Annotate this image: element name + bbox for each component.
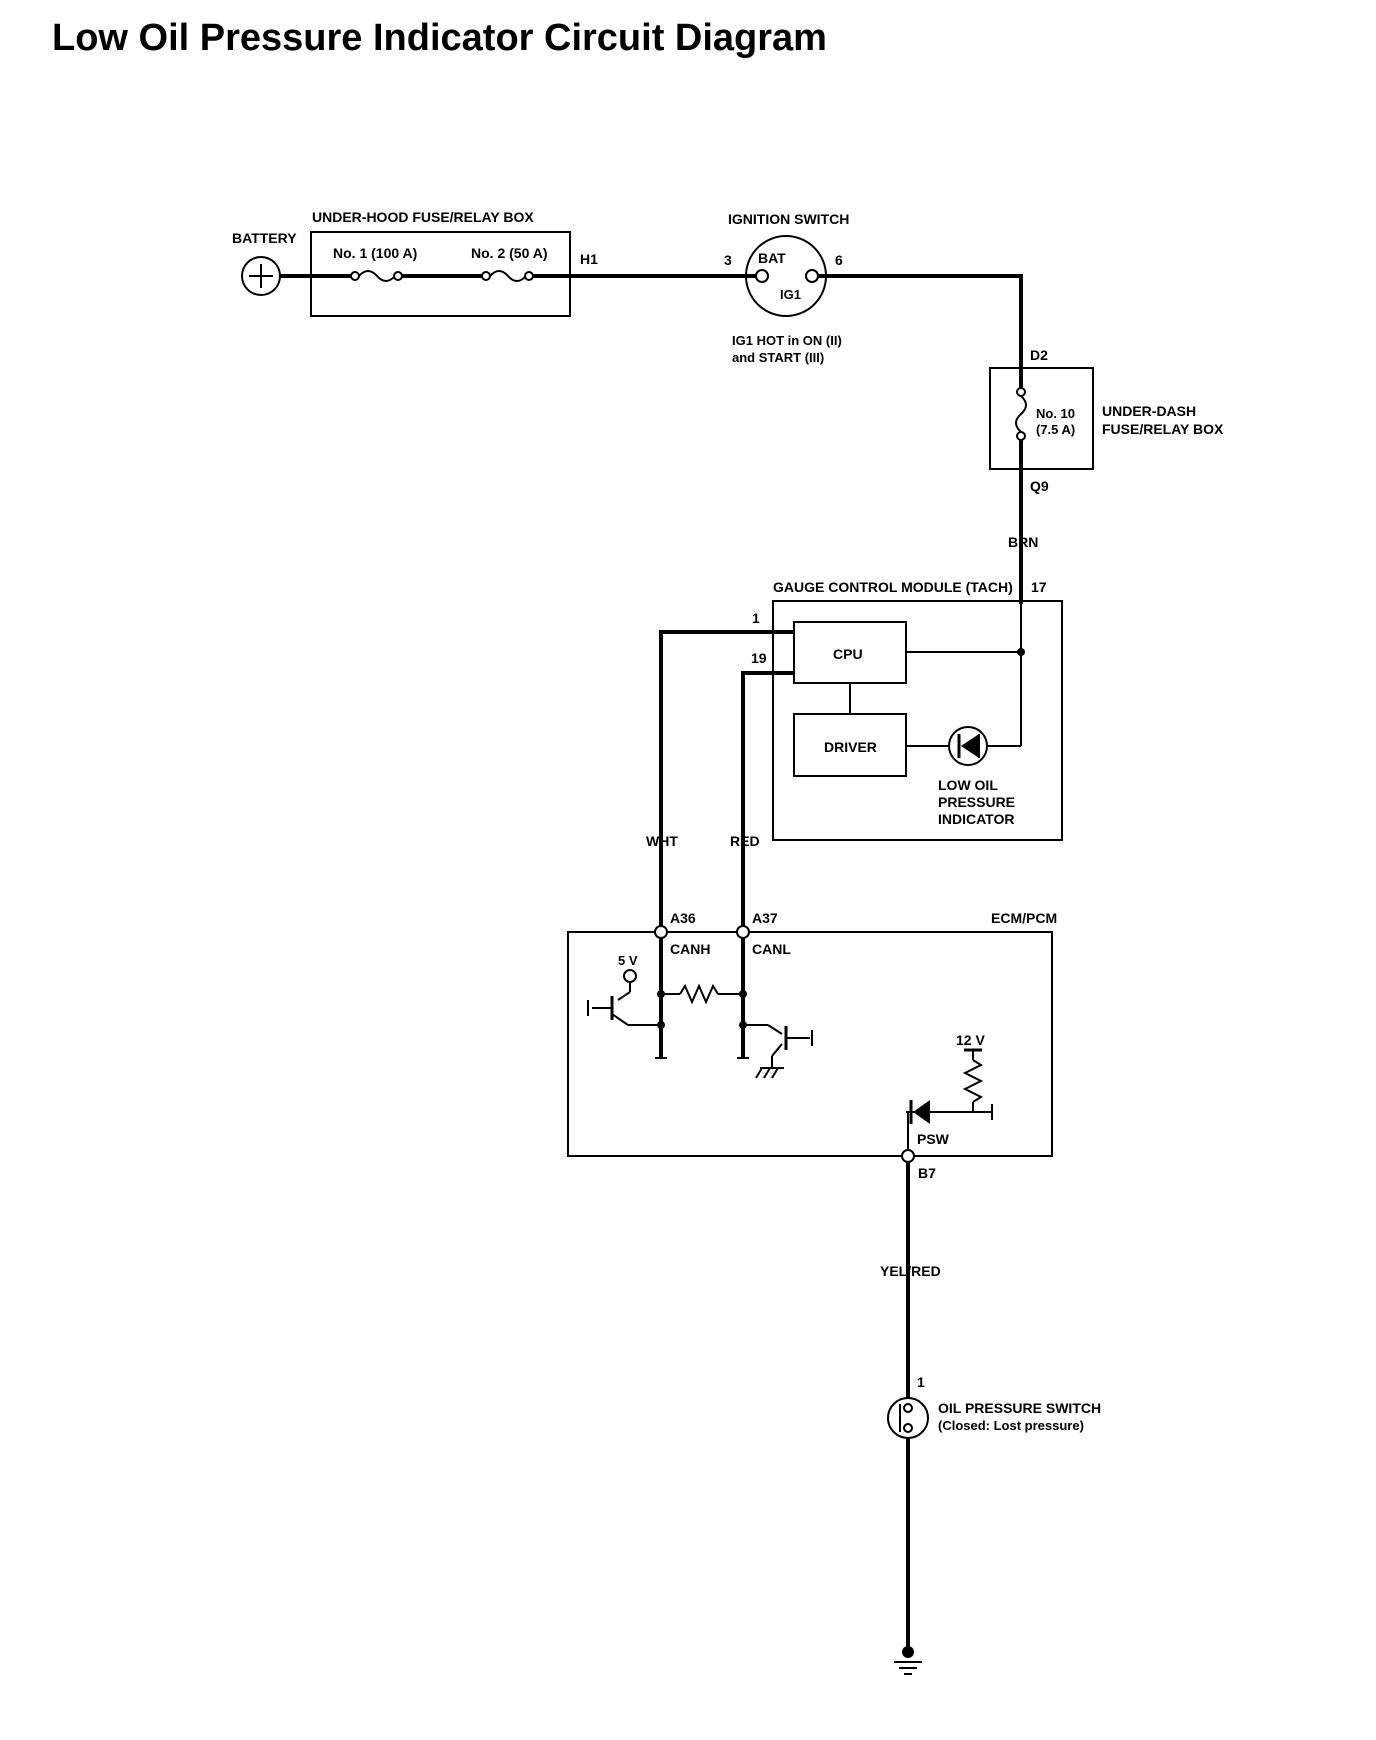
pin1-label: 1 [752,610,760,626]
h1-label: H1 [580,251,598,267]
underhood-box-label: UNDER-HOOD FUSE/RELAY BOX [312,209,534,225]
a37-terminal [736,925,750,939]
ig1-label: IG1 [780,287,801,302]
wht-wire-label: WHT [646,833,678,849]
ecm-pcm-module [567,931,1053,1157]
ecm-label: ECM/PCM [991,910,1057,926]
pin6-label: 6 [835,252,843,268]
oil-pressure-switch-symbol [887,1397,929,1439]
oil-switch-label-line1: OIL PRESSURE SWITCH [938,1400,1101,1416]
canl-label: CANL [752,941,791,957]
fuse2-symbol [481,270,534,282]
yelred-wire-label: YEL/RED [880,1263,941,1279]
indicator-label-line3: INDICATOR [938,811,1014,827]
underdash-fuse-box [989,367,1094,470]
battery-symbol [241,256,281,296]
5v-label: 5 V [618,953,638,968]
d2-label: D2 [1030,347,1048,363]
ig1-note-line1: IG1 HOT in ON (II) [732,333,842,348]
ground-icon [894,1646,922,1675]
indicator-label-line1: LOW OIL [938,777,998,793]
fuse10-symbol [1015,387,1027,441]
fuse10-label-line1: No. 10 [1036,406,1075,421]
canh-transistor [587,969,661,1026]
12v-label: 12 V [956,1032,985,1048]
oil-switch-label-line2: (Closed: Lost pressure) [938,1418,1084,1433]
q9-label: Q9 [1030,478,1049,494]
gauge-module-label: GAUGE CONTROL MODULE (TACH) [773,579,1013,595]
driver-label: DRIVER [824,739,877,755]
gauge-control-module [772,600,1063,841]
fuse1-label: No. 1 (100 A) [333,245,417,261]
a36-terminal [654,925,668,939]
page-title: Low Oil Pressure Indicator Circuit Diagr… [52,17,827,59]
cpu-label: CPU [833,646,863,662]
ig1-note-line2: and START (III) [732,350,824,365]
underdash-label-line2: FUSE/RELAY BOX [1102,421,1224,437]
b7-label: B7 [918,1165,936,1181]
a36-label: A36 [670,910,696,926]
b7-terminal [901,1149,915,1163]
a37-label: A37 [752,910,778,926]
fuse2-label: No. 2 (50 A) [471,245,548,261]
psw-label: PSW [917,1131,950,1147]
pin17-label: 17 [1031,579,1047,595]
ignition-switch-symbol [745,235,827,317]
led-indicator-icon [948,726,988,766]
underdash-label-line1: UNDER-DASH [1102,403,1196,419]
pin3-label: 3 [724,252,732,268]
can-resistor [679,983,719,1005]
battery-label: BATTERY [232,230,297,246]
pin19-label: 19 [751,650,767,666]
canl-transistor [743,1024,813,1079]
indicator-label-line2: PRESSURE [938,794,1015,810]
fuse10-label-line2: (7.5 A) [1036,422,1075,437]
canh-label: CANH [670,941,710,957]
red-wire-label: RED [730,833,760,849]
bat-label: BAT [758,250,786,266]
fuse1-symbol [350,270,403,282]
psw-input-circuit [906,1048,993,1156]
brn-wire-label: BRN [1008,534,1038,550]
ignition-switch-label: IGNITION SWITCH [728,211,849,227]
switch-pin1-label: 1 [917,1374,925,1390]
